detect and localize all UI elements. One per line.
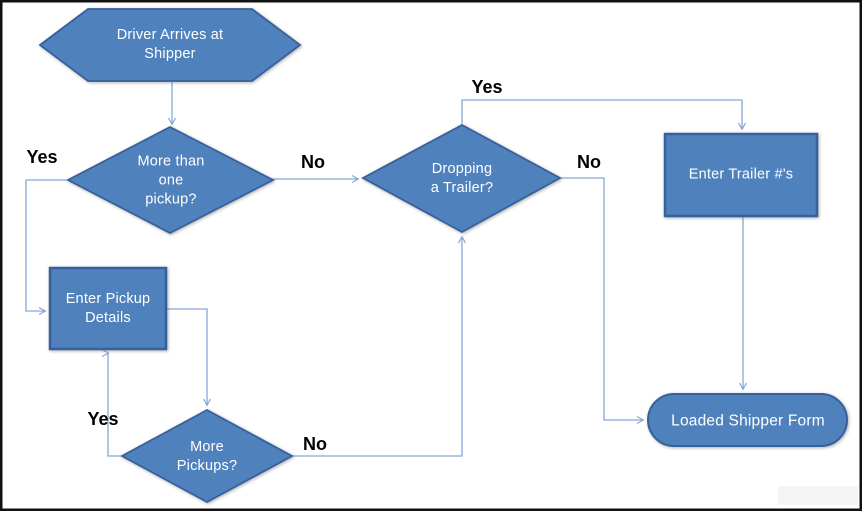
rect-enter-trailer-numbers xyxy=(663,132,819,218)
watermark-box xyxy=(778,486,858,505)
edge-pickup-yes xyxy=(25,179,68,311)
edge-morepickups-no xyxy=(292,237,462,457)
diamond-more-than-one-pickup xyxy=(66,125,275,235)
diamond-more-pickups xyxy=(120,408,294,504)
edge-details-to-morepickups xyxy=(166,308,207,405)
pill-loaded-shipper-form xyxy=(647,393,848,447)
node-shape-group xyxy=(38,8,848,504)
edge-morepickups-yes xyxy=(108,353,122,457)
diamond-dropping-a-trailer xyxy=(361,123,562,234)
edge-dropping-yes xyxy=(461,99,742,129)
connector-group xyxy=(25,82,743,457)
edge-dropping-no xyxy=(560,177,643,420)
rect-enter-pickup-details xyxy=(48,266,168,351)
hexagon-driver-arrives xyxy=(38,8,302,82)
